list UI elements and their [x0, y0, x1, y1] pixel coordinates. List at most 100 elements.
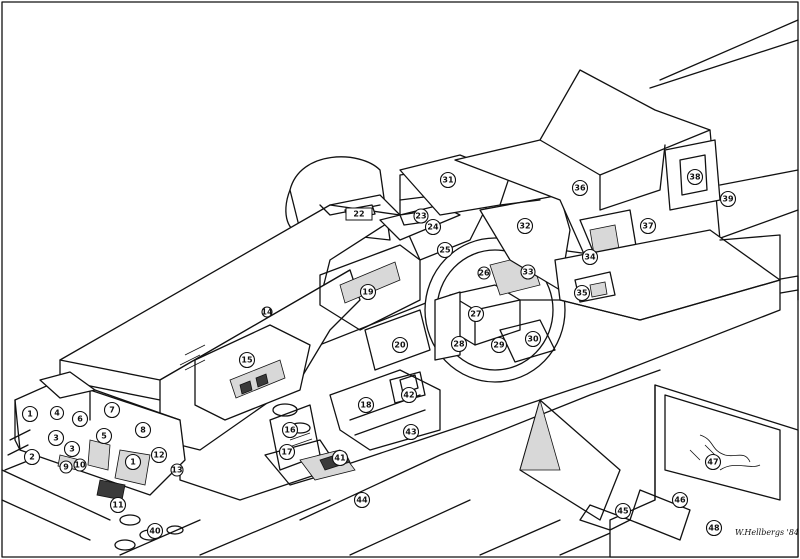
- callout-42: 42: [400, 386, 418, 404]
- callout-5: 5: [95, 427, 113, 445]
- callout-31: 31: [439, 171, 457, 189]
- callout-32: 32: [516, 217, 534, 235]
- callout-16: 16: [281, 421, 299, 439]
- callout-28: 28: [450, 335, 468, 353]
- callout-23: 23: [413, 208, 429, 224]
- svg-text:20: 20: [394, 341, 406, 350]
- callout-12: 12: [150, 446, 168, 464]
- artist-signature: W.Hellbergs '84: [735, 528, 799, 537]
- callout-11: 11: [109, 496, 127, 514]
- callout-41: 41: [331, 449, 349, 467]
- lower-right-basin: [519, 384, 799, 558]
- callout-26: 26: [477, 266, 491, 280]
- callout-40: 40: [146, 522, 164, 540]
- svg-text:32: 32: [519, 222, 530, 231]
- svg-text:4: 4: [54, 409, 60, 418]
- svg-text:47: 47: [707, 458, 718, 467]
- svg-text:24: 24: [427, 223, 439, 232]
- callout-3b: 3: [63, 440, 81, 458]
- callout-4: 4: [49, 405, 65, 421]
- svg-text:9: 9: [63, 463, 69, 472]
- svg-text:43: 43: [405, 428, 416, 437]
- svg-text:25: 25: [439, 246, 451, 255]
- callout-1b: 1: [124, 453, 142, 471]
- callout-6: 6: [71, 410, 89, 428]
- svg-text:18: 18: [360, 401, 372, 410]
- svg-text:1: 1: [27, 410, 33, 419]
- callout-47: 47: [704, 453, 722, 471]
- svg-text:7: 7: [109, 406, 115, 415]
- callout-22: 22: [345, 207, 373, 221]
- svg-text:40: 40: [149, 527, 161, 536]
- svg-text:3: 3: [53, 434, 59, 443]
- callout-36: 36: [571, 179, 589, 197]
- svg-text:15: 15: [241, 356, 253, 365]
- callout-34: 34: [581, 248, 599, 266]
- svg-text:34: 34: [584, 253, 596, 262]
- callout-19: 19: [359, 283, 377, 301]
- callout-20: 20: [391, 336, 409, 354]
- svg-text:17: 17: [281, 448, 292, 457]
- svg-text:3: 3: [69, 445, 75, 454]
- callout-8: 8: [134, 421, 152, 439]
- callout-38: 38: [686, 168, 704, 186]
- callout-44: 44: [353, 491, 371, 509]
- svg-text:44: 44: [356, 496, 368, 505]
- svg-text:46: 46: [674, 496, 686, 505]
- svg-text:5: 5: [101, 432, 107, 441]
- svg-text:30: 30: [527, 335, 539, 344]
- svg-text:22: 22: [353, 210, 364, 219]
- svg-text:35: 35: [576, 289, 588, 298]
- svg-text:31: 31: [442, 176, 454, 185]
- svg-text:12: 12: [153, 451, 164, 460]
- svg-text:16: 16: [284, 426, 296, 435]
- svg-text:48: 48: [708, 524, 720, 533]
- callout-3a: 3: [47, 429, 65, 447]
- callout-46: 46: [671, 491, 689, 509]
- svg-text:28: 28: [453, 340, 465, 349]
- svg-text:38: 38: [689, 173, 701, 182]
- callout-43: 43: [402, 423, 420, 441]
- callout-7: 7: [103, 401, 121, 419]
- callout-13: 13: [170, 463, 184, 477]
- svg-text:29: 29: [493, 341, 505, 350]
- callout-45: 45: [614, 502, 632, 520]
- callout-17: 17: [278, 443, 296, 461]
- callout-9: 9: [59, 460, 73, 474]
- callout-39: 39: [719, 190, 737, 208]
- svg-text:42: 42: [403, 391, 414, 400]
- callout-30: 30: [524, 330, 542, 348]
- svg-text:39: 39: [722, 195, 734, 204]
- callout-29: 29: [490, 336, 508, 354]
- callout-33: 33: [520, 264, 536, 280]
- svg-text:14: 14: [261, 308, 273, 317]
- svg-text:27: 27: [470, 310, 481, 319]
- svg-text:13: 13: [171, 466, 182, 475]
- svg-text:37: 37: [642, 222, 653, 231]
- svg-text:8: 8: [140, 426, 146, 435]
- callout-15: 15: [238, 351, 256, 369]
- svg-text:19: 19: [362, 288, 374, 297]
- callout-2: 2: [23, 448, 41, 466]
- callout-24: 24: [424, 218, 442, 236]
- svg-text:23: 23: [415, 212, 426, 221]
- svg-text:26: 26: [478, 269, 490, 278]
- svg-text:10: 10: [74, 461, 86, 470]
- callout-10: 10: [73, 458, 87, 472]
- svg-text:41: 41: [334, 454, 346, 463]
- callout-18: 18: [357, 396, 375, 414]
- callout-14: 14: [261, 306, 273, 318]
- callout-1a: 1: [21, 405, 39, 423]
- callout-48: 48: [705, 519, 723, 537]
- svg-text:2: 2: [29, 453, 35, 462]
- callout-27: 27: [467, 305, 485, 323]
- svg-text:11: 11: [112, 501, 124, 510]
- callout-37: 37: [639, 217, 657, 235]
- callout-25: 25: [436, 241, 454, 259]
- svg-text:45: 45: [617, 507, 629, 516]
- svg-text:33: 33: [522, 268, 533, 277]
- callout-35: 35: [573, 284, 591, 302]
- svg-text:1: 1: [130, 458, 136, 467]
